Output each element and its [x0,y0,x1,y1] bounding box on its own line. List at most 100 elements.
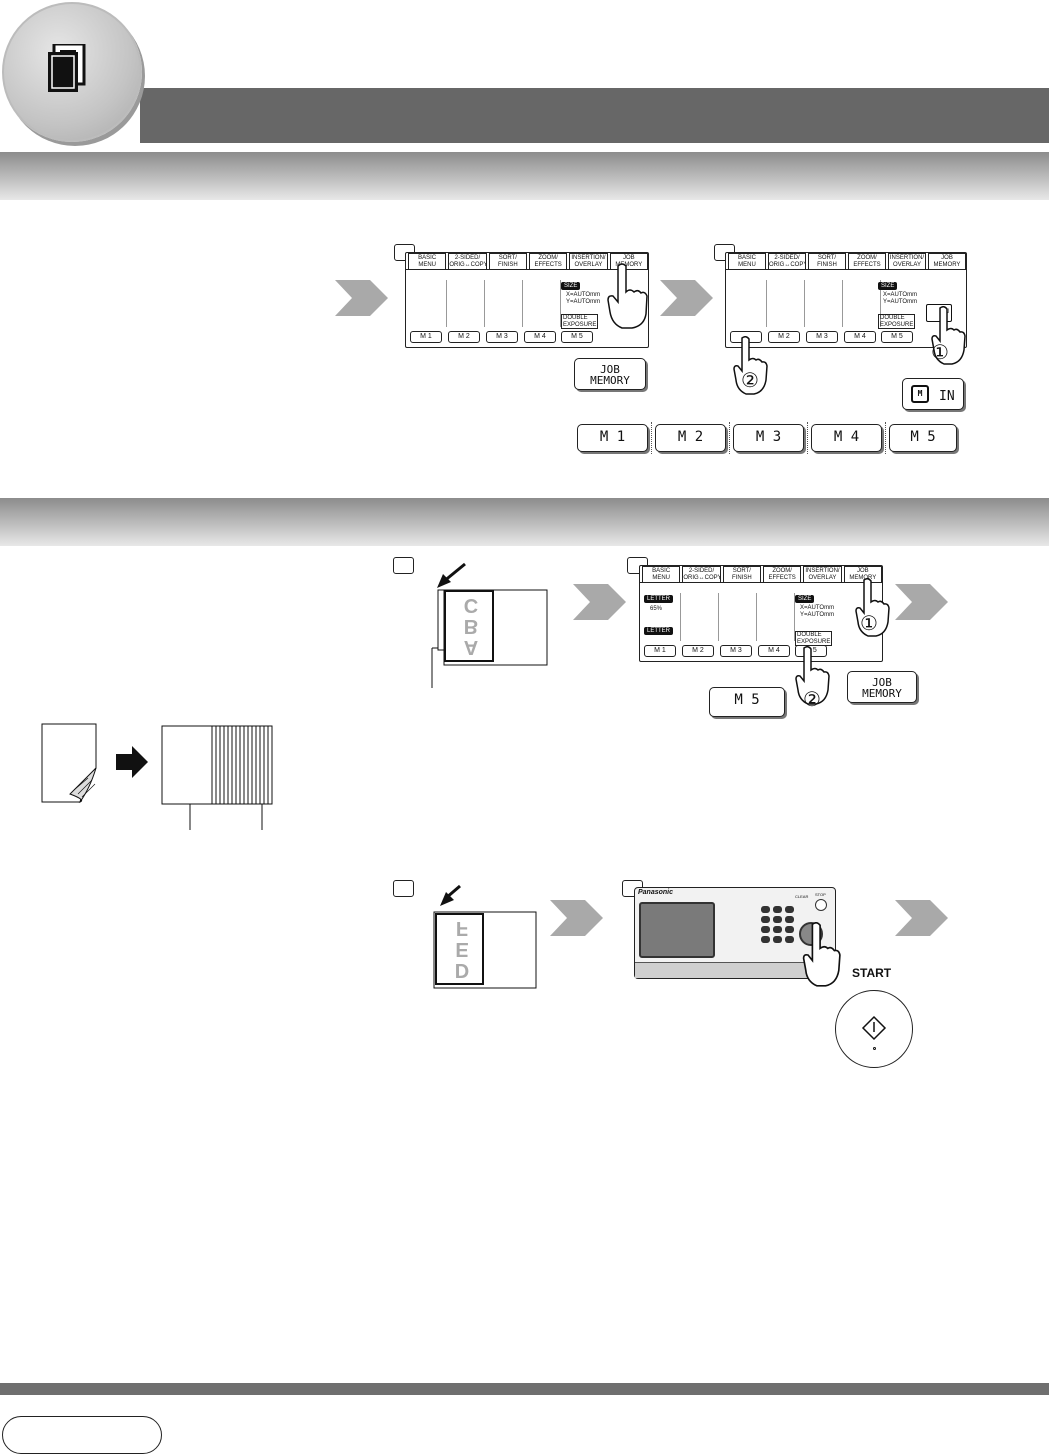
tab-basic-menu[interactable]: BASIC MENU [642,566,681,582]
tab-2-sided[interactable]: 2-SIDED/ ORIG↔COPY [682,566,721,582]
paper-size-badge: LETTER [644,595,674,603]
callout-one: ① [860,611,878,635]
pointing-hand-icon [931,306,966,365]
double-exposure-result-illustration [41,723,273,830]
memory-key-m2[interactable]: M 2 [655,424,726,452]
tab-sort-finish[interactable]: SORT/ FINISH [488,253,527,269]
panel-bottom-strip [635,962,835,978]
pointing-hand-icon [795,646,830,705]
double-exposure-button[interactable]: DOUBLE EXPOSURE [878,314,916,329]
key-separator [807,422,808,454]
memory-slot-m3[interactable]: M 3 [486,331,518,343]
memory-key-m4[interactable]: M 4 [811,424,882,452]
memory-slot-m2[interactable]: M 2 [768,331,800,343]
xy-size-text: X=AUTOmm Y=AUTOmm [566,292,601,305]
tab-zoom-effects[interactable]: ZOOM/ EFFECTS [848,253,886,269]
indicator-dot [873,1047,876,1050]
memory-key-m5[interactable]: M 5 [709,687,785,717]
double-exposure-button[interactable]: DOUBLE EXPOSURE [795,631,833,646]
memory-slot-m3[interactable]: M 3 [720,645,752,657]
memory-key-m3[interactable]: M 3 [733,424,804,452]
callout-two: ② [803,687,821,711]
pointing-hand-icon [802,922,841,987]
page-number-pill [2,1416,162,1454]
memory-key-m5[interactable]: M 5 [889,424,957,452]
zoom-ratio-text: 65% [650,606,663,612]
original-on-glass-illustration [431,562,548,688]
chapter-title-bar [140,88,1049,143]
tab-job-memory[interactable]: JOB MEMORY [928,253,966,269]
memory-slot-m3[interactable]: M 3 [806,331,838,343]
double-exposure-button[interactable]: DOUBLE EXPOSURE [561,314,599,329]
memory-slot-m2[interactable]: M 2 [448,331,480,343]
control-panel-illustration: Panasonic CLEAR STOP [634,887,836,979]
size-badge: SIZE [878,282,898,290]
next-step-arrow [573,584,626,620]
next-step-arrow [895,900,948,936]
start-diamond-icon [861,1015,887,1041]
brand-logo: Panasonic [638,889,674,896]
tab-zoom-effects[interactable]: ZOOM/ EFFECTS [762,566,802,582]
memory-slot-m2[interactable]: M 2 [682,645,714,657]
start-caption: START [852,966,892,980]
next-step-arrow [550,900,603,936]
tab-2-sided[interactable]: 2-SIDED/ ORIG↔COPY [768,253,806,269]
tab-2-sided[interactable]: 2-SIDED/ ORIG↔COPY [448,253,487,269]
pointing-hand-icon [607,263,648,329]
tab-job-memory[interactable]: JOB MEMORY [843,566,882,582]
stop-button[interactable] [815,899,827,911]
display-screen [639,902,715,958]
start-key[interactable] [835,990,913,1068]
section-header-bar [0,152,1049,200]
callout-one: ① [931,340,949,364]
key-separator [651,422,652,454]
touch-panel-screen: BASIC MENU 2-SIDED/ ORIG↔COPY SORT/ FINI… [405,252,649,348]
memory-in-key[interactable]: M IN [902,378,964,410]
xy-size-text: X=AUTOmm Y=AUTOmm [800,605,835,618]
xy-size-text: X=AUTOmm Y=AUTOmm [883,292,918,305]
memory-slot-m5[interactable]: M 5 [561,331,593,343]
callout-two: ② [741,368,759,392]
tab-basic-menu[interactable]: BASIC MENU [408,253,447,269]
next-step-arrow [660,280,713,316]
key-separator [729,422,730,454]
key-separator [885,422,886,454]
tab-insertion-overlay[interactable]: INSERTION/ OVERLAY [569,253,608,269]
footer-bar [0,1383,1049,1395]
step-number-box [393,880,414,897]
tab-insertion-overlay[interactable]: INSERTION/ OVERLAY [803,566,842,582]
tab-sort-finish[interactable]: SORT/ FINISH [722,566,761,582]
paper-tray-badge: LETTER [644,627,674,635]
touch-panel-screen: BASIC MENU 2-SIDED/ ORIG↔COPY SORT/ FINI… [639,565,883,662]
clear-label: CLEAR [795,894,809,899]
memory-icon: M [911,385,929,403]
next-step-arrow [335,280,388,316]
memory-slot-m4[interactable]: M 4 [758,645,790,657]
pointing-hand-icon [733,336,768,395]
memory-slot-m4[interactable]: M 4 [524,331,556,343]
original-on-glass-illustration [433,884,537,989]
job-memory-key[interactable]: JOB MEMORY [847,671,917,703]
memory-slot-m1[interactable]: M 1 [410,331,442,343]
stop-label: STOP [815,892,826,897]
job-memory-key[interactable]: JOB MEMORY [574,358,646,390]
touch-panel-screen: BASIC MENU 2-SIDED/ ORIG↔COPY SORT/ FINI… [725,252,967,348]
pointing-hand-icon [855,578,890,637]
document-icon [48,44,86,92]
tab-sort-finish[interactable]: SORT/ FINISH [808,253,846,269]
size-badge: SIZE [561,282,581,290]
section-header-bar [0,498,1049,546]
memory-key-m1[interactable]: M 1 [577,424,648,452]
size-badge: SIZE [795,595,815,603]
memory-slot-m4[interactable]: M 4 [844,331,876,343]
memory-slot-m5[interactable]: M 5 [881,331,913,343]
step-number-box [393,557,414,574]
tab-zoom-effects[interactable]: ZOOM/ EFFECTS [528,253,568,269]
numeric-keypad[interactable] [761,906,794,943]
function-labels [727,906,757,950]
memory-slot-m1[interactable]: M 1 [644,645,676,657]
tab-basic-menu[interactable]: BASIC MENU [728,253,766,269]
tab-insertion-overlay[interactable]: INSERTION/ OVERLAY [888,253,926,269]
